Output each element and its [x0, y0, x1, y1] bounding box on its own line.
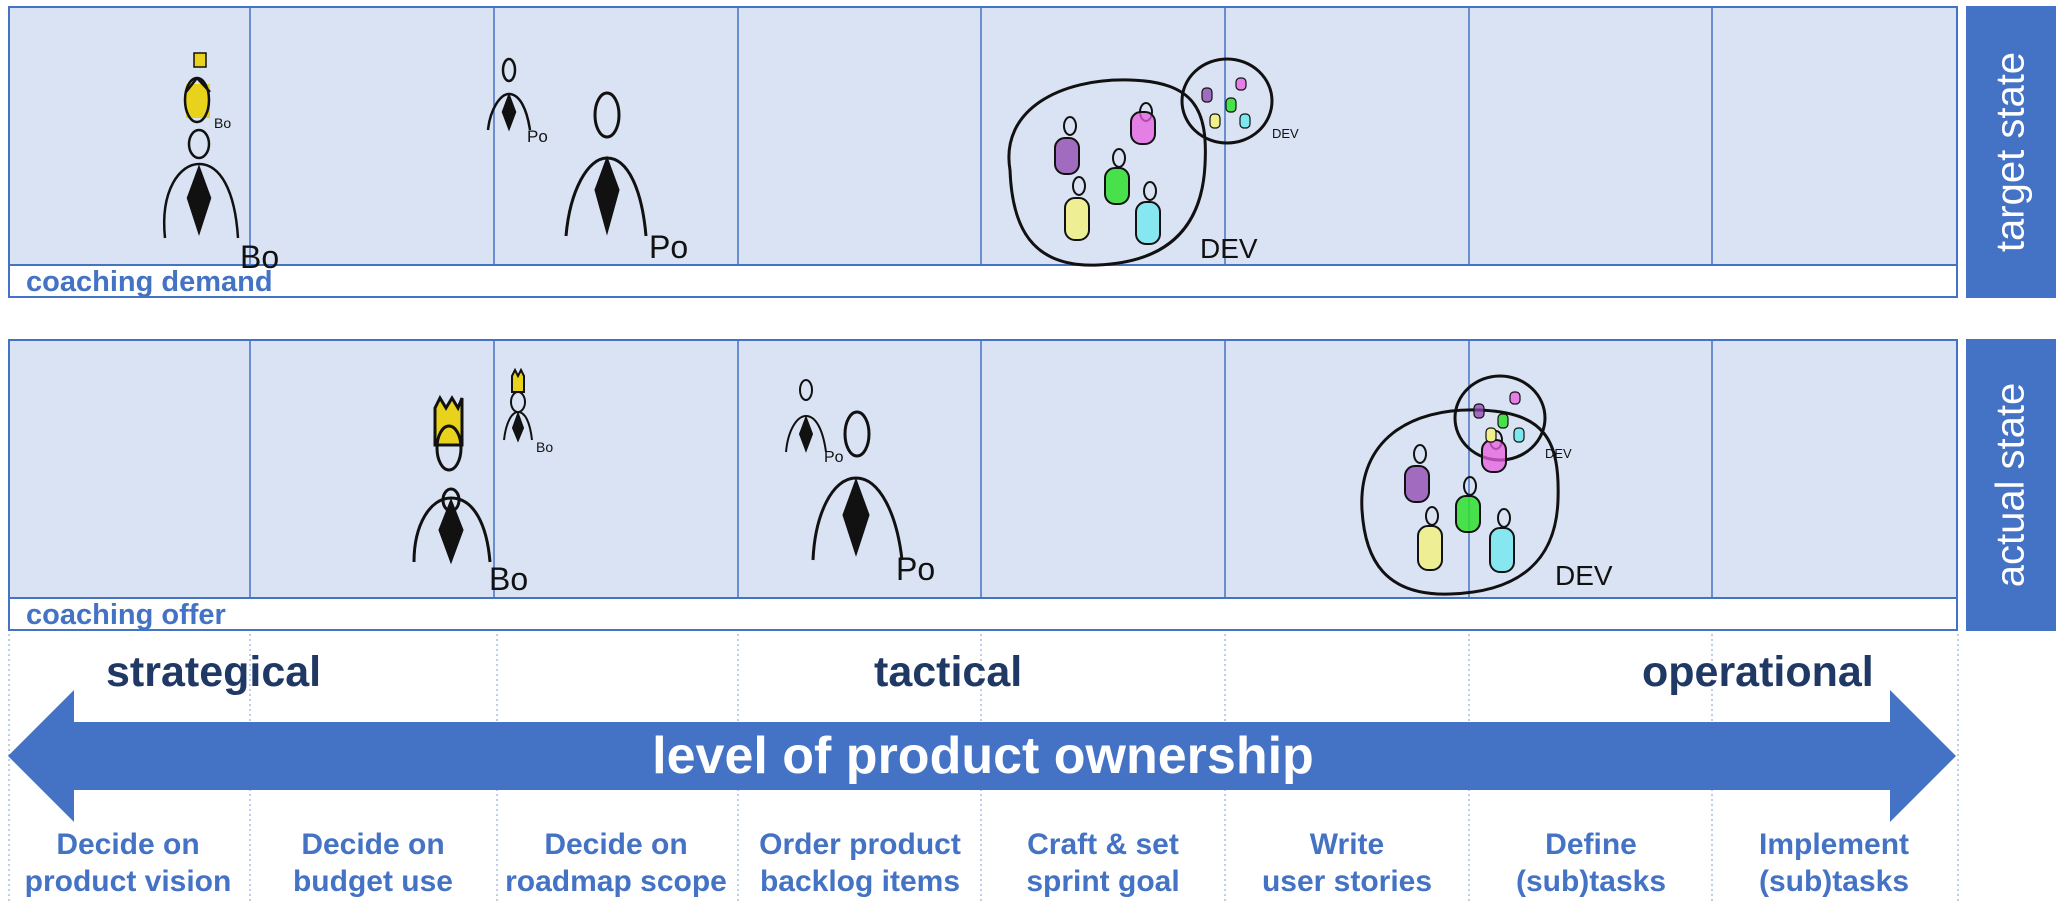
column-define-subtasks: Define (sub)tasks	[1469, 826, 1713, 900]
bo-label-bottom: Bo	[489, 561, 528, 597]
dev-members-bottom-small	[1473, 391, 1525, 443]
column-sprint-goal: Craft & set sprint goal	[981, 826, 1225, 900]
column-line2: (sub)tasks	[1758, 865, 1910, 898]
dev-members-bottom	[1404, 430, 1515, 573]
dev-members-top-small	[1201, 77, 1251, 129]
column-user-stories: Write user stories	[1225, 826, 1469, 900]
actual-state-panel: coaching offer	[8, 339, 1958, 631]
bo-figure-small-bottom	[503, 367, 533, 443]
column-line1: Decide on	[544, 828, 688, 861]
column-line2: (sub)tasks	[1515, 865, 1667, 898]
dev-small-label-bottom: DEV	[1545, 446, 1572, 461]
coaching-demand-strip: coaching demand	[10, 264, 1956, 298]
target-state-panel: coaching demand	[8, 6, 1958, 298]
strategical-label: strategical	[106, 648, 322, 696]
bo-figure-bottom	[412, 394, 492, 565]
coaching-demand-label: coaching demand	[26, 266, 273, 298]
coaching-offer-label: coaching offer	[26, 599, 226, 631]
dev-label-top: DEV	[1200, 233, 1258, 264]
po-figure-top	[564, 91, 648, 237]
column-line2: user stories	[1261, 865, 1433, 898]
target-state-side-label: target state	[1966, 6, 2056, 298]
dev-small-label-top: DEV	[1272, 126, 1299, 141]
ownership-arrow	[8, 690, 1956, 822]
po-small-label-top: Po	[527, 127, 548, 146]
bo-label-top: Bo	[240, 239, 279, 275]
po-label-top: Po	[649, 229, 688, 265]
tactical-label: tactical	[874, 648, 1023, 696]
dev-members-top	[1054, 102, 1161, 245]
column-line1: Craft & set	[1027, 828, 1179, 861]
po-label-bottom: Po	[896, 551, 935, 587]
column-line2: product vision	[24, 865, 232, 898]
column-implement-subtasks: Implement (sub)tasks	[1712, 826, 1956, 900]
operational-label: operational	[1642, 648, 1874, 696]
po-figure-small-top	[486, 57, 532, 132]
column-line2: budget use	[292, 865, 453, 898]
coaching-offer-strip: coaching offer	[10, 597, 1956, 631]
bo-small-label-top: Bo	[214, 115, 231, 131]
column-line2: backlog items	[759, 865, 961, 898]
column-line1: Write	[1309, 828, 1385, 861]
arrow-label: level of product ownership	[652, 727, 1314, 785]
po-figure-bottom	[811, 410, 904, 561]
po-small-label-bottom: Po	[824, 449, 844, 466]
column-line2: roadmap scope	[505, 865, 727, 898]
column-line1: Decide on	[301, 828, 445, 861]
po-figure-small-bottom	[785, 379, 827, 453]
column-line1: Decide on	[56, 828, 200, 861]
bo-figure-top	[162, 52, 240, 239]
column-line1: Order product	[759, 828, 961, 861]
column-dividers	[249, 8, 1713, 599]
column-line1: Define	[1545, 828, 1637, 861]
dev-label-bottom: DEV	[1555, 560, 1613, 591]
dev-team-top	[1007, 57, 1274, 267]
actual-state-side-label: actual state	[1966, 339, 2056, 631]
column-line2: sprint goal	[1026, 865, 1180, 898]
column-backlog-items: Order product backlog items	[738, 826, 982, 900]
dev-team-bottom	[1360, 374, 1560, 596]
column-budget-use: Decide on budget use	[251, 826, 495, 900]
column-line1: Implement	[1758, 828, 1910, 861]
column-roadmap-scope: Decide on roadmap scope	[494, 826, 738, 900]
column-product-vision: Decide on product vision	[6, 826, 250, 900]
bo-small-label-bottom: Bo	[536, 439, 553, 455]
